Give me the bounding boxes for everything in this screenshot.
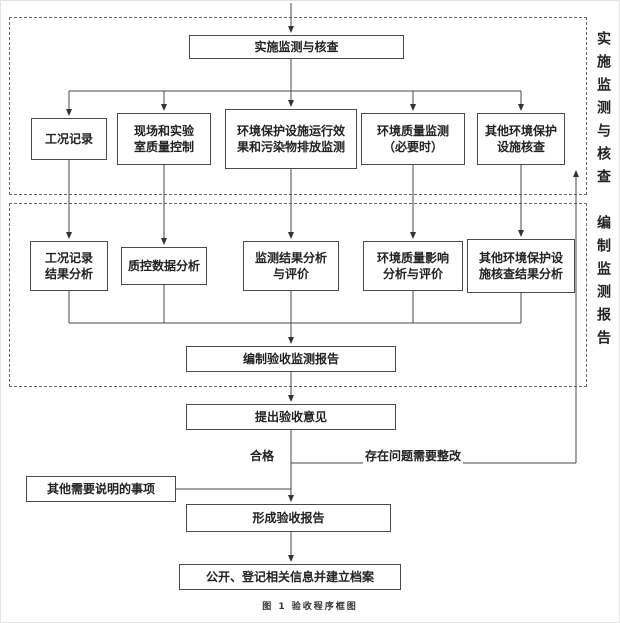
node-qc-data-analysis: 质控数据分析 xyxy=(121,247,207,285)
node-other-verification-analysis: 其他环境保护设 施核查结果分析 xyxy=(467,239,575,293)
node-implement-monitoring: 实施监测与核查 xyxy=(189,35,404,59)
node-env-quality-monitoring: 环境质量监测 （必要时） xyxy=(361,113,465,165)
node-facility-emission-monitoring: 环境保护设施运行效 果和污染物排放监测 xyxy=(225,109,357,169)
label-pass: 合格 xyxy=(248,447,277,464)
node-env-impact-analysis: 环境质量影响 分析与评价 xyxy=(363,241,463,291)
node-compile-monitoring-report: 编制验收监测报告 xyxy=(186,346,396,372)
side-label-report: 编制监测报告 xyxy=(595,215,611,353)
node-site-lab-qc: 现场和实验 室质量控制 xyxy=(117,113,211,165)
node-monitoring-result-analysis: 监测结果分析 与评价 xyxy=(243,241,339,291)
section-monitoring-box xyxy=(9,17,587,195)
node-other-facility-verification: 其他环境保护 设施核查 xyxy=(477,113,565,165)
node-publish-register-archive: 公开、登记相关信息并建立档案 xyxy=(179,564,401,590)
node-propose-acceptance-opinion: 提出验收意见 xyxy=(186,404,396,430)
node-form-acceptance-report: 形成验收报告 xyxy=(186,504,391,532)
node-condition-record: 工况记录 xyxy=(31,118,107,160)
section-report-box xyxy=(9,203,587,387)
node-other-matters: 其他需要说明的事项 xyxy=(26,476,176,502)
label-rework: 存在问题需要整改 xyxy=(363,447,464,464)
node-condition-result-analysis: 工况记录 结果分析 xyxy=(30,241,108,291)
side-label-monitoring: 实施监测与核查 xyxy=(595,31,611,192)
figure-caption: 图 1 验收程序框图 xyxy=(262,602,358,612)
